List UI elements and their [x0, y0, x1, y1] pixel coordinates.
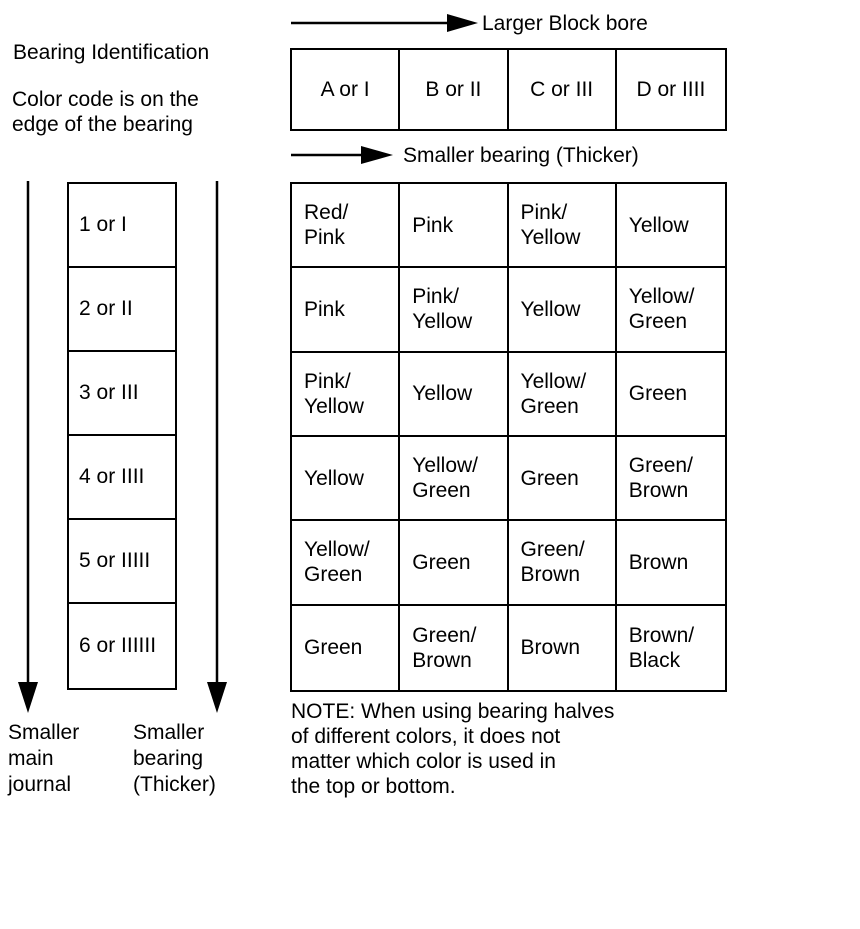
block-bore-header-cell: D or IIII — [636, 77, 706, 101]
journal-size-cell: 1 or I — [69, 184, 175, 268]
journal-size-cell: 5 or IIIII — [69, 520, 175, 604]
bearing-color-matrix: Red/ Pink Pink Pink/ Yellow Yellow Pink … — [290, 182, 727, 692]
color-cell: Brown — [616, 521, 725, 606]
journal-size-cell: 2 or II — [69, 268, 175, 352]
color-cell: Yellow — [400, 352, 509, 437]
smaller-bearing-row-label: Smaller bearing (Thicker) — [403, 144, 639, 167]
color-cell: Green — [508, 437, 617, 522]
note-text: NOTE: When using bearing halves of diffe… — [291, 700, 615, 798]
page-subtitle: Color code is on the edge of the bearing — [12, 88, 199, 136]
color-cell: Brown/ Black — [628, 623, 695, 672]
color-cell: Green — [616, 353, 725, 437]
journal-size-table: 1 or I 2 or II 3 or III 4 or IIII 5 or I… — [67, 182, 177, 690]
color-cell: Pink/ Yellow — [292, 352, 401, 437]
color-cell: Pink/ Yellow — [508, 184, 617, 269]
block-bore-header-cell: A or I — [292, 50, 401, 129]
color-cell: Pink — [400, 184, 509, 269]
color-cell: Yellow/ Green — [292, 521, 401, 606]
block-bore-header-table: A or I B or II C or III D or IIII — [290, 48, 727, 131]
color-cell: Pink — [292, 268, 401, 353]
journal-size-cell: 4 or IIII — [69, 436, 175, 520]
color-cell: Green/ Brown — [400, 605, 509, 690]
journal-size-cell: 3 or III — [69, 352, 175, 436]
block-bore-header-cell: B or II — [400, 50, 509, 129]
color-cell: Yellow — [292, 437, 401, 522]
right-arrow-icon — [291, 14, 478, 32]
block-bore-header-cell: C or III — [509, 50, 617, 129]
color-cell: Yellow — [616, 184, 725, 269]
color-cell: Yellow/ Green — [616, 268, 725, 353]
color-cell: Red/ Pink — [292, 184, 401, 269]
larger-block-bore-label: Larger Block bore — [482, 12, 648, 35]
color-cell: Pink/ Yellow — [400, 268, 509, 353]
color-cell: Brown — [509, 605, 617, 690]
smaller-main-journal-label: Smaller main journal — [8, 721, 80, 796]
color-cell: Yellow — [508, 268, 617, 353]
color-cell: Yellow/ Green — [400, 437, 509, 522]
color-cell: Green — [292, 605, 401, 690]
right-arrow-icon — [291, 146, 393, 164]
color-cell: Green/ Brown — [616, 437, 725, 522]
journal-size-cell: 6 or IIIIII — [79, 634, 157, 657]
page-title: Bearing Identification — [13, 41, 210, 64]
color-cell: Green — [400, 521, 509, 606]
down-arrow-icon — [18, 181, 38, 713]
smaller-bearing-thicker-label: Smaller bearing (Thicker) — [133, 721, 216, 796]
color-cell: Green/ Brown — [508, 521, 617, 606]
color-cell: Yellow/ Green — [508, 352, 617, 437]
down-arrow-icon — [207, 181, 227, 713]
